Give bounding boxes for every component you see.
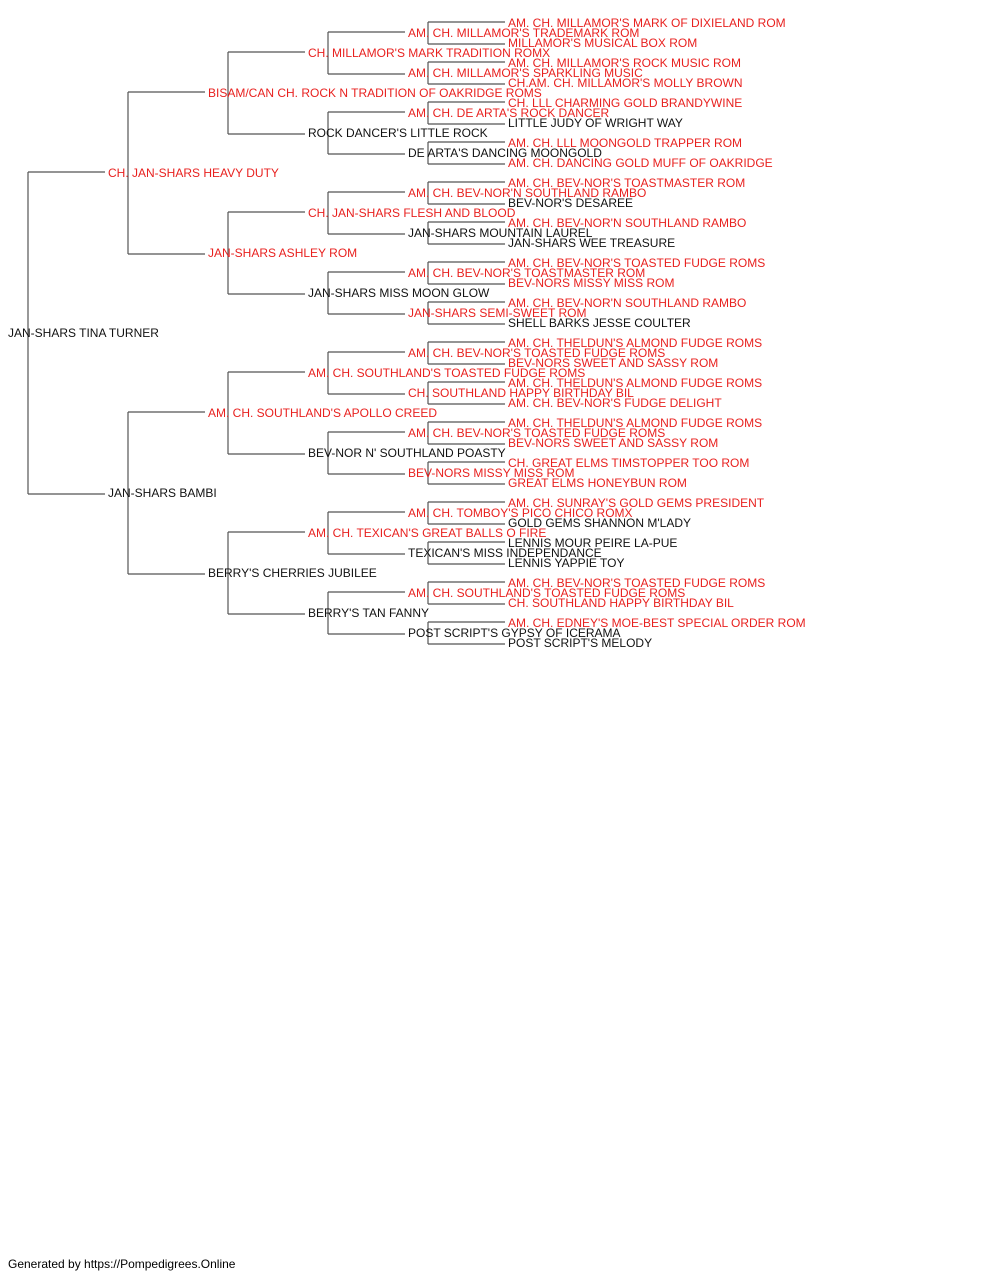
pedigree-name-26: BEV-NORS MISSY MISS ROM <box>408 466 575 480</box>
pedigree-name-10: JAN-SHARS MISS MOON GLOW <box>308 286 490 300</box>
pedigree-name-41: AM. CH. BEV-NOR'N SOUTHLAND RAMBO <box>508 216 747 230</box>
pedigree-name-40: BEV-NOR'S DESAREE <box>508 196 633 210</box>
generated-by-footer[interactable]: Generated by https://Pompedigrees.Online <box>8 1257 236 1271</box>
pedigree-name-6: BERRY'S CHERRIES JUBILEE <box>208 566 377 580</box>
pedigree-name-0: JAN-SHARS TINA TURNER <box>8 326 159 340</box>
pedigree-name-3: BISAM/CAN CH. ROCK N TRADITION OF OAKRID… <box>208 86 542 100</box>
pedigree-name-15: AM. CH. MILLAMOR'S TRADEMARK ROM <box>408 26 640 40</box>
pedigree-name-5: AM. CH. SOUTHLAND'S APOLLO CREED <box>208 406 438 420</box>
pedigree-name-51: AM. CH. THELDUN'S ALMOND FUDGE ROMS <box>508 416 763 430</box>
pedigree-name-33: AM. CH. MILLAMOR'S ROCK MUSIC ROM <box>508 56 741 70</box>
pedigree-name-37: AM. CH. LLL MOONGOLD TRAPPER ROM <box>508 136 743 150</box>
pedigree-name-43: AM. CH. BEV-NOR'S TOASTED FUDGE ROMS <box>508 256 766 270</box>
pedigree-name-48: BEV-NORS SWEET AND SASSY ROM <box>508 356 719 370</box>
pedigree-name-38: AM. CH. DANCING GOLD MUFF OF OAKRIDGE <box>508 156 773 170</box>
pedigree-name-35: CH. LLL CHARMING GOLD BRANDYWINE <box>508 96 743 110</box>
pedigree-name-19: AM. CH. BEV-NOR'N SOUTHLAND RAMBO <box>408 186 647 200</box>
pedigree-name-14: BERRY'S TAN FANNY <box>308 606 429 620</box>
pedigree-name-39: AM. CH. BEV-NOR'S TOASTMASTER ROM <box>508 176 746 190</box>
pedigree-name-11: AM. CH. SOUTHLAND'S TOASTED FUDGE ROMS <box>308 366 586 380</box>
pedigree-name-57: LENNIS MOUR PEIRE LA-PUE <box>508 536 678 550</box>
pedigree-name-27: AM. CH. TOMBOY'S PICO CHICO ROMX <box>408 506 633 520</box>
pedigree-name-47: AM. CH. THELDUN'S ALMOND FUDGE ROMS <box>508 336 763 350</box>
pedigree-name-29: AM. CH. SOUTHLAND'S TOASTED FUDGE ROMS <box>408 586 686 600</box>
pedigree-name-34: CH.AM. CH. MILLAMOR'S MOLLY BROWN <box>508 76 743 90</box>
pedigree-name-20: JAN-SHARS MOUNTAIN LAUREL <box>408 226 593 240</box>
pedigree-name-45: AM. CH. BEV-NOR'N SOUTHLAND RAMBO <box>508 296 747 310</box>
pedigree-name-59: AM. CH. BEV-NOR'S TOASTED FUDGE ROMS <box>508 576 766 590</box>
pedigree-name-61: AM. CH. EDNEY'S MOE-BEST SPECIAL ORDER R… <box>508 616 806 630</box>
pedigree-name-36: LITTLE JUDY OF WRIGHT WAY <box>508 116 683 130</box>
pedigree-name-12: BEV-NOR N' SOUTHLAND POASTY <box>308 446 506 460</box>
pedigree-name-8: ROCK DANCER'S LITTLE ROCK <box>308 126 488 140</box>
pedigree-name-23: AM. CH. BEV-NOR'S TOASTED FUDGE ROMS <box>408 346 666 360</box>
pedigree-name-44: BEV-NORS MISSY MISS ROM <box>508 276 675 290</box>
pedigree-name-4: JAN-SHARS ASHLEY ROM <box>208 246 358 260</box>
pedigree-name-16: AM. CH. MILLAMOR'S SPARKLING MUSIC <box>408 66 643 80</box>
pedigree-name-52: BEV-NORS SWEET AND SASSY ROM <box>508 436 719 450</box>
pedigree-name-62: POST SCRIPT'S MELODY <box>508 636 653 650</box>
pedigree-name-56: GOLD GEMS SHANNON M'LADY <box>508 516 691 530</box>
pedigree-name-9: CH. JAN-SHARS FLESH AND BLOOD <box>308 206 516 220</box>
pedigree-name-58: LENNIS YAPPIE TOY <box>508 556 625 570</box>
pedigree-name-24: CH. SOUTHLAND HAPPY BIRTHDAY BIL <box>408 386 634 400</box>
pedigree-name-49: AM. CH. THELDUN'S ALMOND FUDGE ROMS <box>508 376 763 390</box>
pedigree-name-60: CH. SOUTHLAND HAPPY BIRTHDAY BIL <box>508 596 734 610</box>
pedigree-name-30: POST SCRIPT'S GYPSY OF ICERAMA <box>408 626 621 640</box>
pedigree-name-21: AM. CH. BEV-NOR'S TOASTMASTER ROM <box>408 266 646 280</box>
pedigree-name-50: AM. CH. BEV-NOR'S FUDGE DELIGHT <box>508 396 722 410</box>
pedigree-name-53: CH. GREAT ELMS TIMSTOPPER TOO ROM <box>508 456 750 470</box>
pedigree-name-1: CH. JAN-SHARS HEAVY DUTY <box>108 166 279 180</box>
pedigree-name-46: SHELL BARKS JESSE COULTER <box>508 316 691 330</box>
pedigree-name-42: JAN-SHARS WEE TREASURE <box>508 236 676 250</box>
pedigree-name-31: AM. CH. MILLAMOR'S MARK OF DIXIELAND ROM <box>508 16 786 30</box>
pedigree-name-7: CH. MILLAMOR'S MARK TRADITION ROMX <box>308 46 551 60</box>
pedigree-name-25: AM. CH. BEV-NOR'S TOASTED FUDGE ROMS <box>408 426 666 440</box>
pedigree-name-13: AM. CH. TEXICAN'S GREAT BALLS O FIRE <box>308 526 547 540</box>
pedigree-name-54: GREAT ELMS HONEYBUN ROM <box>508 476 687 490</box>
pedigree-name-2: JAN-SHARS BAMBI <box>108 486 217 500</box>
pedigree-name-55: AM. CH. SUNRAY'S GOLD GEMS PRESIDENT <box>508 496 765 510</box>
pedigree-name-18: DE ARTA'S DANCING MOONGOLD <box>408 146 602 160</box>
pedigree-name-17: AM. CH. DE ARTA'S ROCK DANCER <box>408 106 610 120</box>
pedigree-name-32: MILLAMOR'S MUSICAL BOX ROM <box>508 36 698 50</box>
pedigree-name-22: JAN-SHARS SEMI-SWEET ROM <box>408 306 587 320</box>
pedigree-name-28: TEXICAN'S MISS INDEPENDANCE <box>408 546 602 560</box>
